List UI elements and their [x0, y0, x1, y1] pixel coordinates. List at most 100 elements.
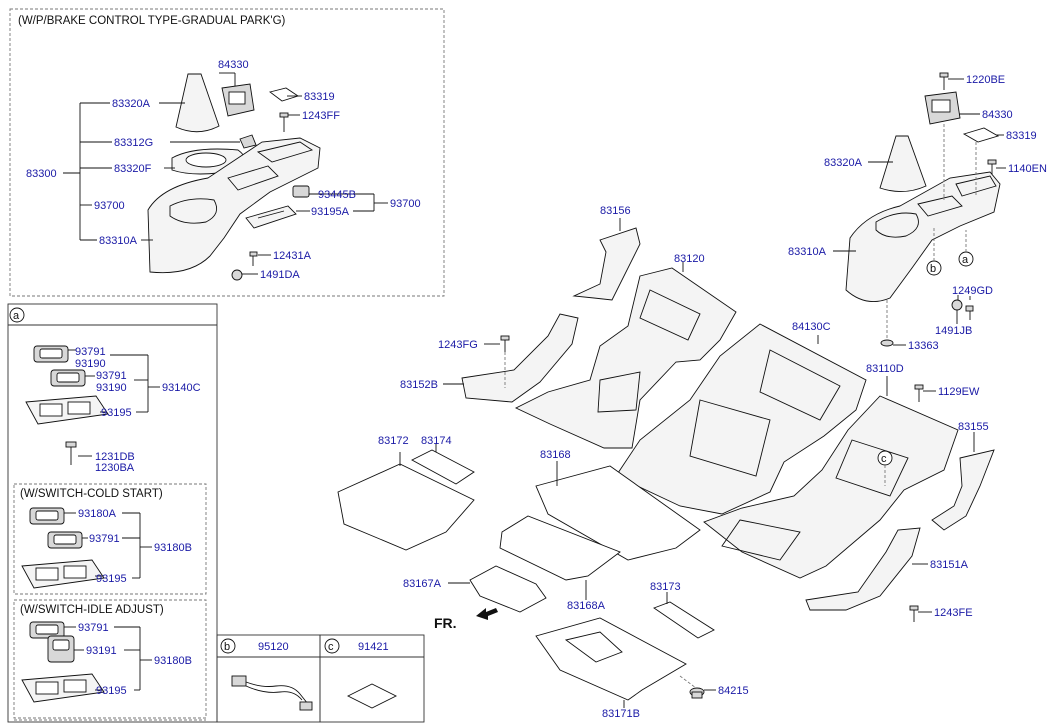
label-83110d: 83110D: [866, 363, 904, 375]
mat-83171b-cutout: [564, 631, 623, 663]
floor-84130c-part: [615, 323, 867, 515]
switch-93191-part: [47, 635, 75, 663]
pad-83174-part: [411, 449, 475, 485]
knob-housing-opening: [228, 91, 246, 105]
label-83310a-tl: 83310A: [99, 235, 138, 247]
label-93195-a: 93195: [101, 407, 132, 419]
switch-panel-detail: [257, 210, 285, 219]
screw-1231db-part: [65, 441, 77, 465]
screw-1129ew-part: [914, 384, 924, 402]
shift-boot-r-part: [879, 135, 927, 192]
label-83320a-r: 83320A: [824, 157, 863, 169]
switch-93180a-part: [29, 507, 65, 525]
wiring-harness-95120-part: [231, 675, 313, 711]
trim-83155-part: [931, 449, 995, 531]
console-top-tray: [256, 141, 314, 163]
label-83168: 83168: [540, 449, 571, 461]
label-93195-i: 93195: [96, 685, 127, 697]
label-93195-c: 93195: [96, 573, 127, 585]
label-83156: 83156: [600, 205, 631, 217]
label-1243fe: 1243FE: [934, 607, 973, 619]
gradual-parking-section-box: [9, 8, 445, 297]
label-84130c: 84130C: [792, 321, 831, 333]
switch-panel-93195a-part: [245, 205, 297, 229]
callout-b-console-letter: b: [930, 263, 936, 275]
console-cupholder: [169, 198, 218, 224]
idle-adjust-section-box: [13, 599, 207, 719]
mat-83168a-part: [499, 515, 621, 581]
label-83173: 83173: [650, 581, 681, 593]
mat-83171b-part: [535, 617, 687, 701]
label-1491jb: 1491JB: [935, 325, 972, 337]
screw-1220be-part: [939, 72, 949, 90]
piece-83167a-part: [469, 565, 547, 613]
bezel-opening: [185, 152, 227, 168]
scuff-83151a-part: [805, 527, 921, 611]
detail-c-box: [319, 634, 425, 723]
label-1231db: 1231DB: [95, 451, 135, 463]
label-83320f: 83320F: [114, 163, 152, 175]
detail-c-callout-letter: c: [328, 641, 334, 653]
label-83171b: 83171B: [602, 708, 640, 720]
label-93191: 93191: [86, 645, 117, 657]
label-1249gd: 1249GD: [952, 285, 993, 297]
switch-panel-93195-c-part: [21, 559, 105, 589]
gradual-parking-section-title: (W/P/BRAKE CONTROL TYPE-GRADUAL PARK'G): [18, 15, 286, 27]
label-83152b: 83152B: [400, 379, 438, 391]
label-83172: 83172: [378, 435, 409, 447]
mat-83168-part: [535, 465, 701, 561]
screw-1243fe-part: [909, 605, 919, 622]
detail-b-callout: [220, 638, 236, 654]
scuff-83152b-part: [461, 313, 579, 403]
label-93190-a1: 93190: [75, 358, 106, 370]
label-83320a-tl: 83320A: [112, 98, 151, 110]
front-direction-arrow: FR.: [434, 608, 498, 631]
label-83300: 83300: [26, 168, 57, 180]
switch-93445b-part: [292, 185, 310, 198]
label-93140c: 93140C: [162, 382, 201, 394]
label-93791-i: 93791: [78, 622, 109, 634]
detail-c-part-number: 91421: [358, 641, 389, 653]
cover-83312g-part: [239, 134, 257, 149]
callout-c-floor-letter: c: [881, 453, 887, 465]
grommet-13363-part: [880, 339, 894, 347]
label-93700-b: 93700: [390, 198, 421, 210]
label-93791-c: 93791: [89, 533, 120, 545]
callout-a-console-letter: a: [962, 254, 969, 266]
label-93791-a2: 93791: [96, 370, 127, 382]
pad-r-part: [962, 127, 1000, 143]
label-83151a: 83151A: [930, 559, 969, 571]
cold-start-section-box: [13, 483, 207, 595]
label-1243ff: 1243FF: [302, 110, 340, 122]
label-83319-tl: 83319: [304, 91, 335, 103]
cold-start-section-title: (W/SWITCH-COLD START): [20, 488, 163, 500]
floor-83110d-part: [703, 395, 959, 579]
console-r-top: [955, 175, 997, 197]
switch-93791-a2-part: [50, 369, 86, 387]
label-93791-a1: 93791: [75, 346, 106, 358]
floor-84130c-rear: [759, 349, 841, 421]
clip-1491jb-part: [951, 299, 963, 311]
label-83312g: 83312G: [114, 137, 153, 149]
floor-panel-83120-pocket: [597, 371, 641, 413]
pad-83173-part: [653, 601, 715, 639]
label-83167a: 83167A: [403, 578, 442, 590]
switch-panel-93195-a-part: [25, 395, 109, 425]
detail-b-part-number: 95120: [258, 641, 289, 653]
clip-1491da-part: [231, 269, 243, 281]
label-13363: 13363: [908, 340, 939, 352]
detail-a-box: [7, 303, 218, 723]
detail-c-callout: [324, 638, 340, 654]
label-1243fg: 1243FG: [438, 339, 478, 351]
label-83319-r: 83319: [1006, 130, 1037, 142]
floor-panel-83120-rib: [639, 289, 701, 341]
console-r-tray: [917, 195, 963, 217]
console-body-part: [147, 137, 321, 274]
label-93445b: 93445B: [318, 189, 356, 201]
switch-93791-i-part: [29, 621, 65, 639]
label-83174: 83174: [421, 435, 452, 447]
floor-84130c-tunnel: [689, 399, 771, 477]
console-r-cupholder: [875, 212, 919, 238]
label-83155: 83155: [958, 421, 989, 433]
screw-1243fg-part: [500, 335, 510, 352]
